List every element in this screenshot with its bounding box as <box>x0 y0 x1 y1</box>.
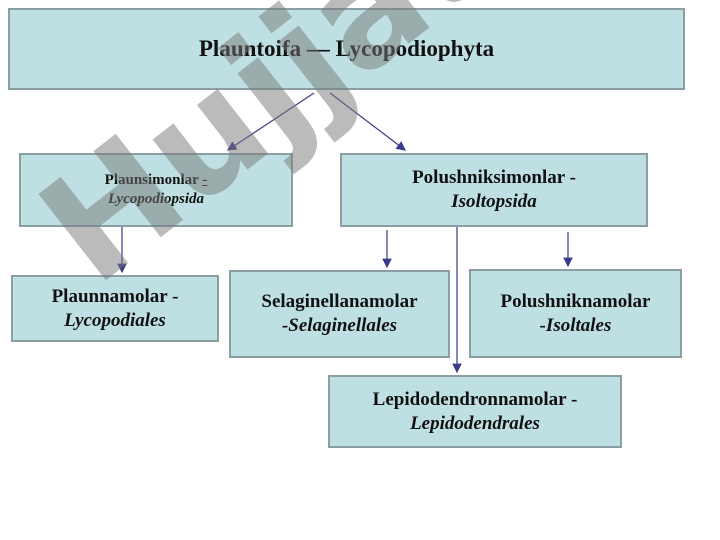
node-latin: -Selaginellales <box>281 315 398 336</box>
node-latin: Isoltopsida <box>451 191 537 212</box>
node-name-row: Plaunsimonlar - <box>105 171 208 190</box>
node-dash: - <box>202 172 208 189</box>
arrow-root-to-isoltopsida <box>329 92 406 151</box>
node-latin: -Isoltales <box>539 314 612 336</box>
node-lepidodendrales: Lepidodendronnamolar - Lepidodendrales <box>328 375 622 448</box>
node-name: Plaunnamolar - <box>51 285 179 307</box>
arrow-root-to-lycopodiopsida <box>226 92 315 151</box>
node-latin: Lycopodiopsida <box>107 191 205 207</box>
node-latin: Lycopodiales <box>64 309 166 331</box>
node-isoltopsida: Polushniksimonlar - Isoltopsida <box>340 153 648 227</box>
node-lycopodiales: Plaunnamolar - Lycopodiales <box>11 275 219 342</box>
root-node-lycopodiophyta: Plauntoifa — Lycopodiophyta <box>8 8 685 90</box>
node-lycopodiopsida: Plaunsimonlar - Lycopodiopsida <box>19 153 293 227</box>
node-isoltales: Polushniknamolar -Isoltales <box>469 269 682 358</box>
node-latin: Lepidodendrales <box>410 412 540 434</box>
node-name: Polushniknamolar <box>500 290 651 312</box>
node-name: Plaunsimonlar <box>104 172 203 189</box>
root-title: Plauntoifa — Lycopodiophyta <box>198 35 495 61</box>
node-name: Selaginellanamolar <box>261 291 418 313</box>
node-name: Lepidodendronnamolar - <box>372 388 578 410</box>
node-name: Polushniksimonlar - <box>412 167 576 189</box>
node-selaginellales: Selaginellanamolar -Selaginellales <box>229 270 450 358</box>
